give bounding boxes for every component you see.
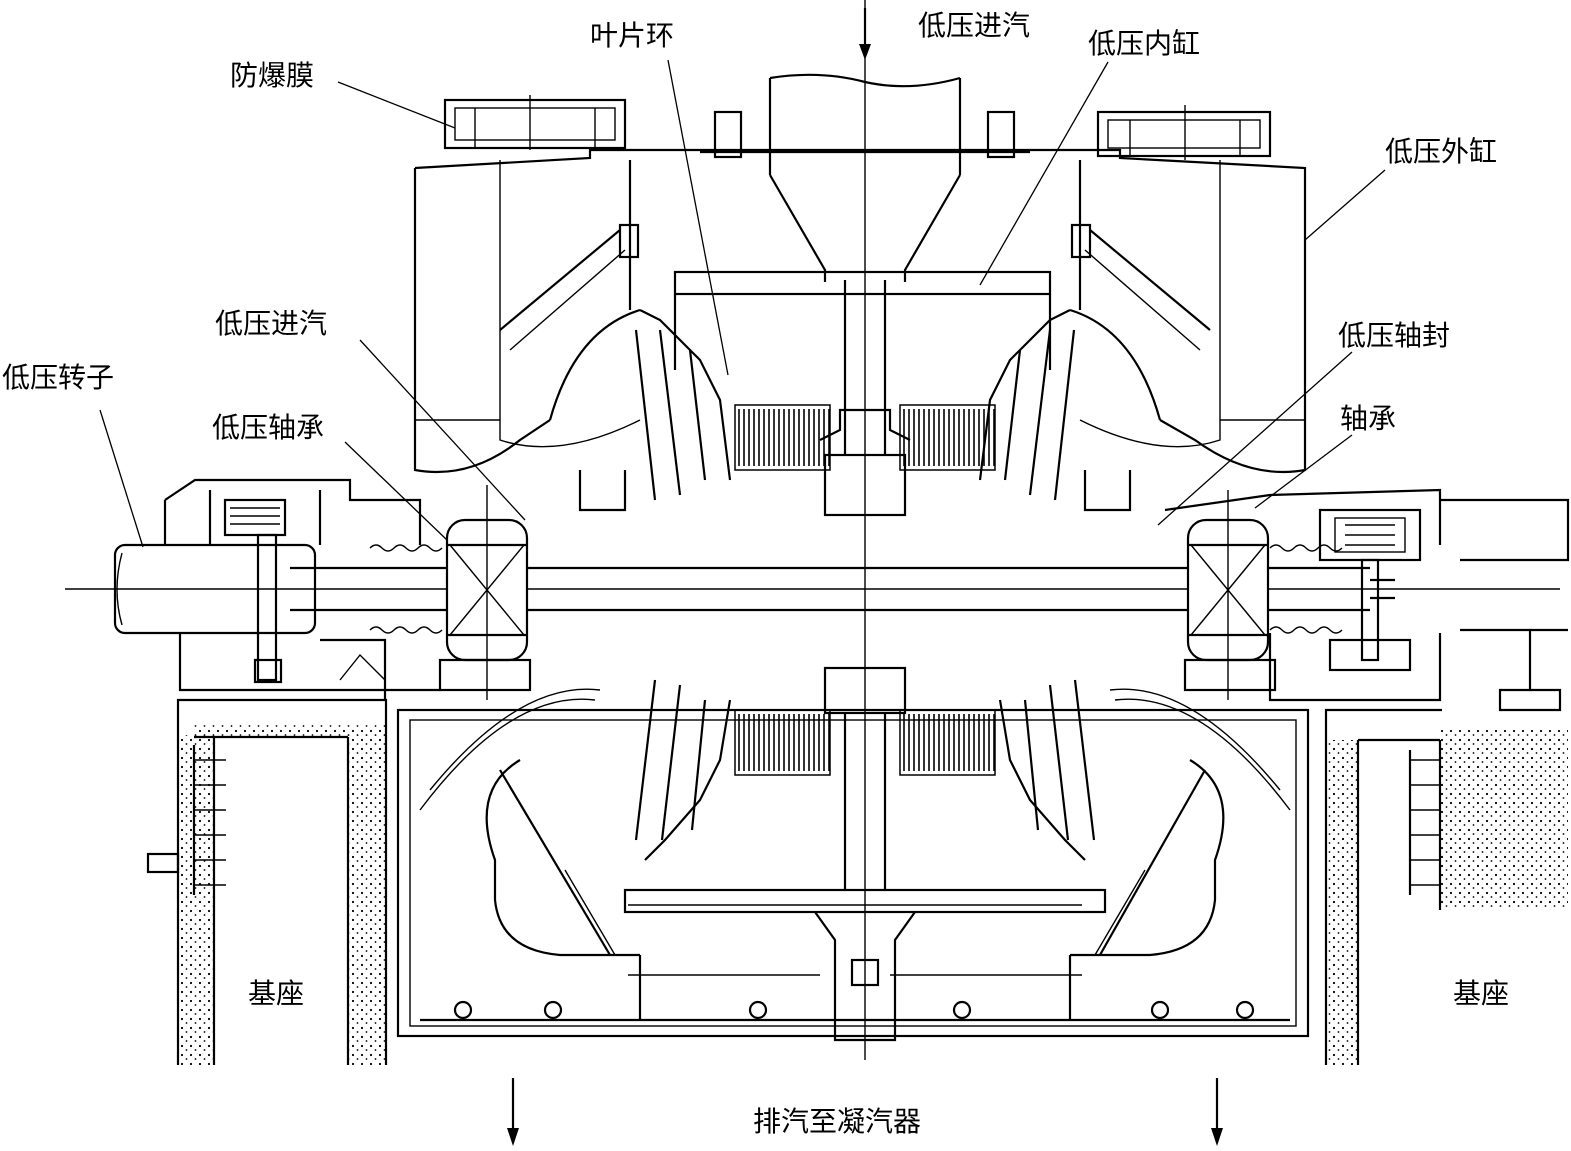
exhaust-arrow-right [1211,1078,1223,1146]
blade-stack-lower [734,709,996,776]
label-foundation-right: 基座 [1453,977,1510,1010]
foundation-left [146,698,388,1065]
label-lp-outer-casing: 低压外缸 [1385,135,1498,168]
outer-casing-upper [413,148,1307,512]
rear-bearing-pedestal [1164,488,1570,712]
rotor-shaft [65,543,1560,635]
front-bearing-pedestal [163,478,440,700]
center-axis [859,0,871,1060]
bolt-holes [453,1000,1255,1020]
exhaust-hood-lower [396,688,1310,1038]
inner-casing-upper [618,160,1092,517]
foundation-left-ladder [146,745,226,895]
label-lp-steam-inlet-left: 低压进汽 [215,307,328,340]
label-explosion-diaphragm: 防爆膜 [230,59,315,92]
label-lp-rotor: 低压转子 [2,361,115,394]
foundation-right [1324,708,1568,1065]
exhaust-arrow-left [507,1078,519,1146]
label-blade-ring: 叶片环 [590,19,675,52]
label-lp-shaft-seal: 低压轴封 [1338,319,1451,352]
label-foundation-left: 基座 [248,977,305,1010]
label-bearing: 轴承 [1340,402,1397,435]
explosion-diaphragm-left [443,95,627,150]
blade-stack-upper [734,404,996,471]
leader-lines [99,59,1386,548]
label-lp-bearing: 低压轴承 [212,411,325,444]
bearing-left [438,485,532,700]
bearing-right [1183,490,1277,700]
label-exhaust-to-condenser: 排汽至凝汽器 [753,1105,922,1138]
label-lp-steam-inlet-top: 低压进汽 [918,9,1031,42]
blade-hatching [738,409,995,771]
explosion-diaphragm-right [1096,105,1272,160]
foundation-right-ladder [1408,750,1440,895]
label-lp-inner-casing: 低压内缸 [1088,27,1201,60]
